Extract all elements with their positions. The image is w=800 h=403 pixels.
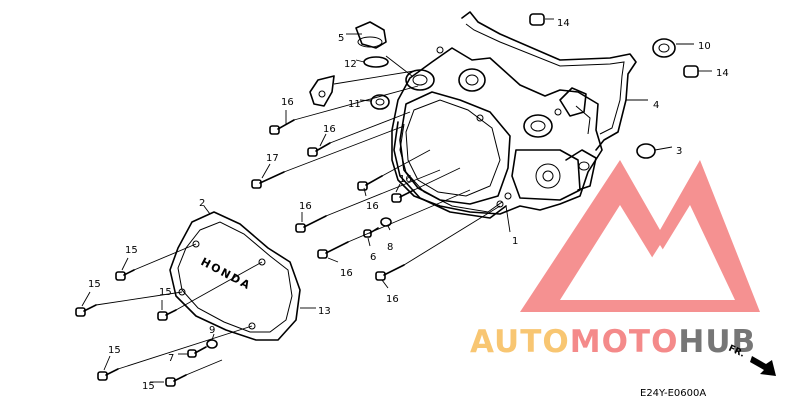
callout-c10: 10 <box>698 41 711 52</box>
callout-c16c: 16 <box>399 174 412 185</box>
watermark-triangle-mark <box>520 160 760 312</box>
bracket <box>309 75 335 107</box>
bolt-17 <box>251 171 285 189</box>
bolt-15e <box>165 374 187 387</box>
washer-9 <box>206 339 218 349</box>
o-ring-12 <box>363 56 389 68</box>
callout-c2: 2 <box>199 198 205 209</box>
callout-c15a: 15 <box>125 245 138 256</box>
callout-c8: 8 <box>387 242 393 253</box>
watermark-brand-hub: HUB <box>678 324 756 360</box>
leader-lines <box>81 18 712 383</box>
bolt-15d <box>97 368 119 381</box>
callout-labels: 5 12 14 10 14 4 11 16 16 3 17 16 16 2 16 1 8 15 6 16 15 15 16 1… <box>88 18 729 392</box>
arrow-icon <box>750 356 776 376</box>
bolt-16d <box>391 189 415 203</box>
plug-3 <box>636 143 656 159</box>
callout-c14b: 14 <box>716 68 729 79</box>
callout-c16d: 16 <box>366 201 379 212</box>
watermark-brand-moto: MOTO <box>570 324 679 360</box>
callout-c16e: 16 <box>299 201 312 212</box>
bolt-16c <box>357 175 383 191</box>
bolt-16g <box>375 264 405 281</box>
bolt-16a <box>269 119 295 135</box>
callout-c4: 4 <box>653 100 659 111</box>
bolt-15b <box>75 304 97 317</box>
callout-c15e: 15 <box>142 381 155 392</box>
bolt-15c <box>157 309 177 321</box>
callout-c5a: 5 <box>338 33 344 44</box>
callout-c16f: 16 <box>340 268 353 279</box>
callout-c12: 12 <box>344 59 357 70</box>
bolt-16b <box>307 142 331 157</box>
dowel-pin-14a <box>529 13 545 26</box>
callout-c15d: 15 <box>108 345 121 356</box>
crankcase-cover <box>391 46 603 215</box>
bolt-7 <box>187 346 207 358</box>
clutch-cover: HONDA <box>169 211 301 341</box>
callout-c16g: 16 <box>386 294 399 305</box>
bolt-15a <box>115 269 135 281</box>
callout-c15b: 15 <box>88 279 101 290</box>
svg-text:AUTOMOTOHUB: AUTOMOTOHUB <box>470 324 756 360</box>
oil-seal-10 <box>652 38 676 58</box>
callout-c16b: 16 <box>323 124 336 135</box>
callout-c7: 7 <box>168 353 174 364</box>
callout-c13: 13 <box>318 306 331 317</box>
bolt-16f <box>317 241 349 259</box>
callout-c1: 1 <box>512 236 518 247</box>
bolts <box>75 119 415 387</box>
gasket <box>393 11 637 219</box>
callout-c14a: 14 <box>557 18 570 29</box>
callout-c3: 3 <box>676 146 682 157</box>
bolt-16e <box>295 215 327 233</box>
callout-c6: 6 <box>370 252 376 263</box>
watermark-brand-auto: AUTO <box>470 324 570 360</box>
dowel-pin-14b <box>683 65 699 78</box>
oil-filler-cap <box>355 21 387 49</box>
callout-c16a: 16 <box>281 97 294 108</box>
drawing-code: E24Y-E0600A <box>640 388 706 399</box>
callout-c17: 17 <box>266 153 279 164</box>
watermark-wordmark: AUTOMOTOHUB <box>470 324 756 360</box>
watermark-logo <box>520 160 760 312</box>
oil-seal-11 <box>370 94 390 110</box>
callout-c11: 11 <box>348 99 361 110</box>
cover-honda-logo: HONDA <box>199 255 254 292</box>
callout-c9: 9 <box>209 325 215 336</box>
callout-c15c: 15 <box>159 287 172 298</box>
